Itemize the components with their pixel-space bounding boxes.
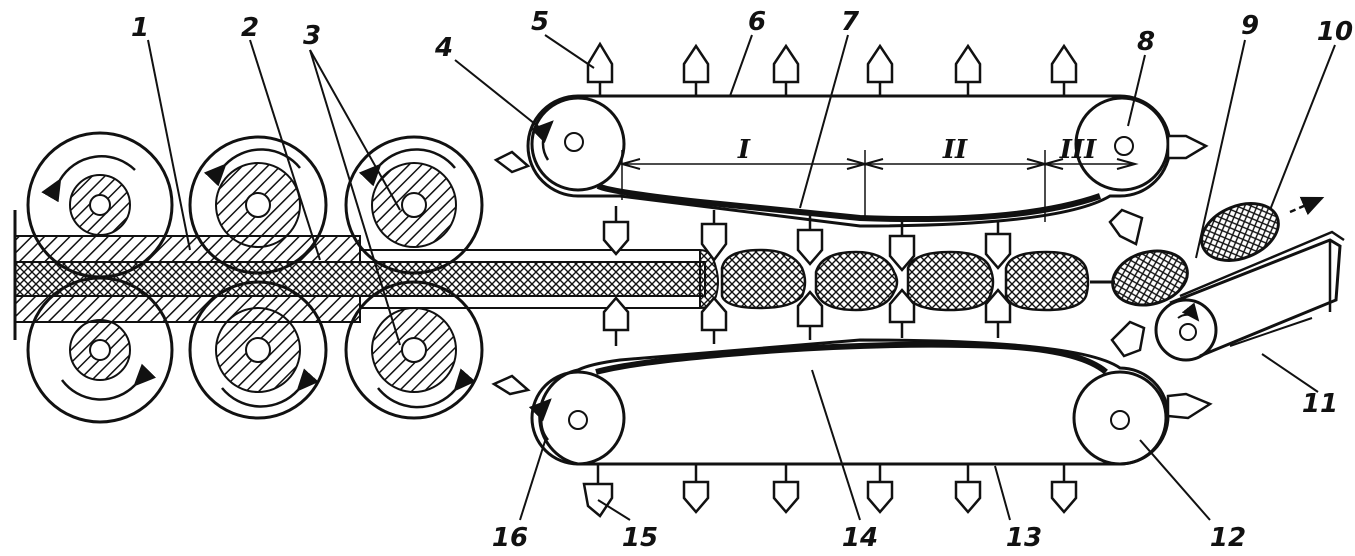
label-14: 14 <box>842 523 878 553</box>
roller-pairs <box>26 131 484 424</box>
label-7: 7 <box>841 7 860 37</box>
label-11: 11 <box>1302 389 1338 419</box>
label-5: 5 <box>531 7 549 37</box>
zone-label-i: I <box>737 135 751 165</box>
label-1: 1 <box>131 13 149 43</box>
zone-label-iii: III <box>1059 135 1097 165</box>
zone-label-ii: II <box>942 135 968 165</box>
label-12: 12 <box>1210 523 1246 553</box>
label-2: 2 <box>241 13 259 43</box>
lower-forming-chain <box>491 288 1213 518</box>
takeaway-conveyor <box>1154 230 1345 362</box>
label-13: 13 <box>1006 523 1042 553</box>
label-9: 9 <box>1241 11 1259 41</box>
formed-pieces <box>699 196 1325 312</box>
label-3: 3 <box>303 21 321 51</box>
label-4: 4 <box>434 33 453 63</box>
label-6: 6 <box>748 7 766 37</box>
strand <box>13 210 706 340</box>
label-15: 15 <box>622 523 658 553</box>
label-8: 8 <box>1137 27 1155 57</box>
label-16: 16 <box>492 523 528 553</box>
label-10: 10 <box>1317 17 1353 47</box>
leader-lines <box>147 34 1336 521</box>
upper-forming-chain <box>493 41 1209 272</box>
